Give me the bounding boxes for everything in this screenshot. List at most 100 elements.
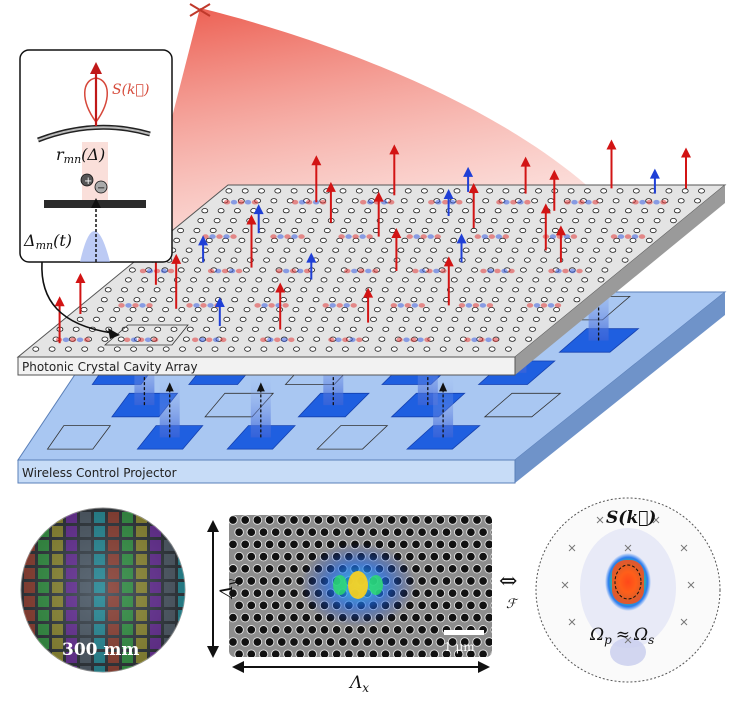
crystal-hole bbox=[205, 237, 213, 243]
crystal-hole bbox=[555, 218, 563, 224]
control-beam-head bbox=[256, 382, 265, 392]
sem-hole bbox=[289, 515, 299, 525]
crystal-hole bbox=[313, 336, 321, 342]
sem-hole bbox=[283, 600, 293, 611]
sem-hole bbox=[240, 539, 250, 550]
sem-hole bbox=[277, 637, 287, 647]
crystal-hole bbox=[463, 326, 471, 332]
wafer-die bbox=[164, 526, 175, 537]
crystal-hole bbox=[528, 287, 536, 293]
sem-hole bbox=[240, 588, 250, 598]
cavity-field-lobe bbox=[160, 268, 168, 274]
cavity-field-lobe bbox=[638, 234, 646, 239]
wafer-die bbox=[66, 638, 77, 649]
sem-hole bbox=[338, 637, 348, 647]
crystal-hole bbox=[368, 237, 376, 243]
sem-hole bbox=[277, 564, 287, 574]
cavity-field-lobe bbox=[578, 199, 585, 205]
wafer-die bbox=[136, 638, 147, 649]
crystal-hole bbox=[287, 237, 295, 243]
crystal-hole bbox=[401, 277, 409, 283]
sem-hole bbox=[380, 625, 391, 635]
cavity-field-lobe bbox=[290, 268, 297, 274]
crystal-hole bbox=[358, 346, 366, 352]
wafer-die bbox=[122, 526, 133, 537]
cavity-field-lobe bbox=[494, 268, 501, 274]
cavity-field-lobe bbox=[137, 337, 145, 343]
crystal-hole bbox=[577, 287, 585, 293]
crystal-hole bbox=[649, 227, 657, 234]
cavity-field-lobe bbox=[328, 337, 335, 343]
sem-hole bbox=[429, 551, 440, 562]
crystal-hole bbox=[518, 188, 526, 194]
sem-hole bbox=[229, 612, 238, 623]
crystal-hole bbox=[336, 277, 344, 283]
crystal-hole bbox=[527, 247, 535, 253]
far-field-mark bbox=[624, 544, 632, 552]
sem-hole bbox=[246, 527, 257, 537]
crystal-hole bbox=[272, 316, 280, 322]
crystal-hole bbox=[214, 257, 222, 263]
cavity-field-lobe bbox=[216, 234, 223, 239]
cavity-field-lobe bbox=[481, 234, 488, 239]
sem-hole bbox=[405, 551, 415, 562]
crystal-hole bbox=[364, 247, 372, 253]
crystal-hole bbox=[453, 188, 461, 194]
cavity-field-lobe bbox=[571, 199, 578, 205]
crystal-hole bbox=[113, 306, 121, 313]
crystal-hole bbox=[681, 188, 689, 194]
sem-hole bbox=[229, 588, 238, 598]
cavity-arrow-head bbox=[275, 282, 286, 293]
crystal-hole bbox=[377, 297, 385, 303]
control-beam-head bbox=[165, 382, 174, 392]
cavity-field-lobe bbox=[472, 303, 480, 308]
cavity-field-lobe bbox=[349, 337, 356, 343]
crystal-hole bbox=[632, 188, 640, 194]
wafer-die bbox=[24, 526, 35, 537]
crystal-hole bbox=[356, 227, 364, 234]
crystal-hole bbox=[227, 306, 235, 313]
crystal-hole bbox=[282, 208, 290, 214]
sem-hole bbox=[362, 637, 372, 647]
crystal-hole bbox=[347, 208, 355, 214]
cavity-field-lobe bbox=[631, 234, 639, 239]
crystal-hole bbox=[430, 287, 438, 293]
wafer-die bbox=[150, 638, 161, 649]
crystal-hole bbox=[262, 218, 270, 224]
wafer-die bbox=[80, 624, 91, 635]
sem-hole bbox=[417, 600, 427, 611]
crystal-hole bbox=[511, 208, 518, 214]
cavity-field-lobe bbox=[548, 268, 555, 274]
svg-text:−: − bbox=[97, 183, 105, 194]
wafer-die bbox=[178, 624, 185, 635]
cavity-field-lobe bbox=[352, 234, 359, 239]
lambda-y-arrow bbox=[207, 520, 219, 658]
crystal-hole bbox=[385, 277, 393, 283]
crystal-hole bbox=[516, 277, 523, 283]
crystal-hole bbox=[72, 326, 80, 332]
crystal-hole bbox=[274, 188, 282, 194]
sem-hole bbox=[264, 515, 275, 525]
crystal-hole bbox=[500, 316, 508, 322]
cavity-field-lobe bbox=[270, 234, 277, 239]
wafer-die bbox=[24, 582, 35, 593]
sem-hole bbox=[478, 649, 488, 657]
sem-hole bbox=[246, 576, 257, 586]
wafer-die bbox=[122, 624, 133, 635]
cavity-field-lobe bbox=[508, 268, 515, 274]
sem-hole bbox=[447, 612, 458, 623]
crystal-hole bbox=[113, 346, 121, 352]
crystal-hole bbox=[508, 336, 516, 342]
sem-hole bbox=[277, 612, 287, 623]
wafer-die bbox=[108, 596, 119, 607]
cavity-arrow-head bbox=[555, 225, 566, 236]
crystal-hole bbox=[101, 336, 109, 342]
sem-hole bbox=[447, 637, 458, 647]
wafer-die bbox=[38, 624, 49, 635]
cavity-field-lobe bbox=[277, 234, 284, 239]
crystal-hole bbox=[484, 316, 491, 322]
sem-hole bbox=[258, 625, 269, 635]
crystal-hole bbox=[524, 297, 532, 303]
cavity-arrow-head bbox=[325, 181, 336, 192]
crystal-hole bbox=[431, 326, 439, 332]
